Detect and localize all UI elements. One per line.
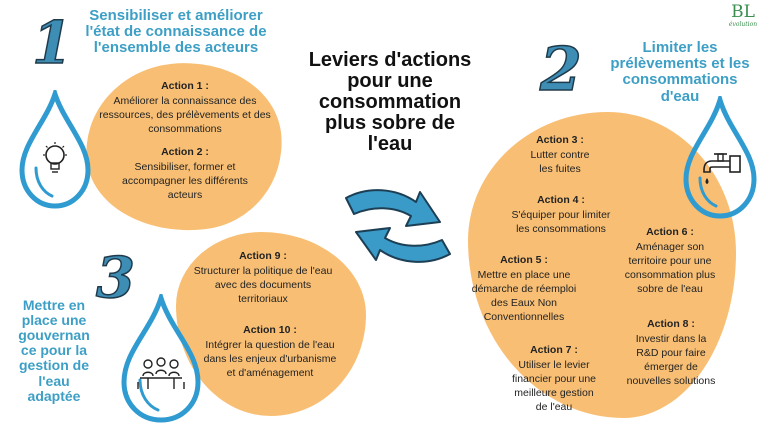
action-6-line: sobre de l'eau bbox=[637, 283, 703, 296]
section-2-heading-line: prélèvements et les bbox=[610, 55, 750, 73]
action-3-line: Lutter contre bbox=[530, 148, 590, 161]
action-9-line: Structurer la politique de l'eau bbox=[193, 264, 333, 277]
water-drop-section-1 bbox=[19, 90, 91, 209]
main-title-line: l'eau bbox=[367, 133, 413, 155]
action-4: Action 4 : S'équiper pour limiter les co… bbox=[486, 194, 636, 236]
faucet-icon bbox=[703, 153, 741, 184]
action-2-line: accompagner les différents bbox=[122, 174, 248, 187]
action-5-title: Action 5 : bbox=[500, 254, 548, 266]
action-9-title: Action 9 : bbox=[239, 250, 287, 262]
action-1: Action 1 : Améliorer la connaissance des… bbox=[90, 80, 280, 136]
action-4-line: S'équiper pour limiter bbox=[511, 208, 611, 221]
action-8-line: émerger de bbox=[644, 360, 698, 373]
action-6-line: consommation plus bbox=[624, 268, 716, 281]
action-2-line: acteurs bbox=[167, 188, 203, 201]
action-10-line: et d'aménagement bbox=[226, 366, 314, 379]
section-1-heading: Sensibiliser et améliorer l'état de conn… bbox=[60, 7, 292, 57]
action-3: Action 3 : Lutter contre les fuites bbox=[500, 134, 620, 176]
action-7-line: financier pour une bbox=[511, 372, 597, 385]
action-3-title: Action 3 : bbox=[536, 134, 584, 146]
section-1-heading-line: Sensibiliser et améliorer bbox=[89, 7, 263, 24]
section-1-number: 1 bbox=[31, 9, 73, 77]
logo-text: BL bbox=[731, 2, 755, 22]
action-8-line: Investir dans la bbox=[635, 332, 707, 345]
action-6-title: Action 6 : bbox=[646, 226, 694, 238]
action-5-line: Conventionnelles bbox=[483, 311, 565, 324]
section-1-heading-line: l'ensemble des acteurs bbox=[93, 39, 259, 57]
action-7: Action 7 : Utiliser le levier financier … bbox=[494, 344, 614, 414]
section-3-heading-line: l'eau bbox=[38, 372, 70, 389]
section-2-heading-line: Limiter les bbox=[642, 39, 718, 56]
water-drop-section-2 bbox=[683, 96, 757, 219]
meeting-icon bbox=[137, 357, 185, 389]
action-5-line: démarche de réemploi bbox=[471, 282, 577, 295]
section-2-heading-line: consommations bbox=[622, 71, 738, 89]
section-3-heading-line: place une bbox=[21, 312, 87, 329]
action-1-line: Améliorer la connaissance des bbox=[113, 94, 257, 107]
cycle-arrows-icon bbox=[345, 189, 451, 263]
section-3-number: 3 bbox=[95, 245, 135, 311]
action-4-line: les consommations bbox=[516, 222, 606, 235]
action-1-title: Action 1 : bbox=[161, 80, 209, 92]
logo-subtext: évolution bbox=[728, 21, 758, 28]
main-title-line: Leviers d'actions bbox=[308, 49, 472, 71]
action-7-line: meilleure gestion bbox=[514, 386, 594, 399]
action-5-line: Mettre en place une bbox=[477, 268, 571, 281]
section-3-heading-line: adaptée bbox=[27, 387, 81, 404]
section-2-heading-line: d'eau bbox=[660, 87, 700, 105]
action-7-title: Action 7 : bbox=[530, 344, 578, 356]
action-10-title: Action 10 : bbox=[243, 324, 297, 336]
action-3-line: les fuites bbox=[539, 162, 581, 175]
logo: BL évolution bbox=[722, 2, 764, 29]
action-6: Action 6 : Aménager son territoire pour … bbox=[612, 226, 728, 296]
section-1-heading-line: l'état de connaissance de bbox=[85, 23, 267, 41]
action-8-title: Action 8 : bbox=[647, 318, 695, 330]
action-5: Action 5 : Mettre en place une démarche … bbox=[462, 254, 586, 324]
action-10-line: dans les enjeux d'urbanisme bbox=[203, 352, 337, 365]
section-3-heading-line: gouvernan bbox=[18, 327, 90, 344]
action-8-line: nouvelles solutions bbox=[626, 375, 716, 388]
action-2-title: Action 2 : bbox=[161, 146, 209, 158]
action-1-line: consommations bbox=[148, 122, 222, 135]
action-8: Action 8 : Investir dans la R&D pour fai… bbox=[616, 318, 726, 388]
action-6-line: Aménager son bbox=[635, 240, 705, 253]
main-title-line: plus sobre de bbox=[324, 112, 456, 134]
section-2-number: 2 bbox=[539, 35, 582, 105]
main-title-line: pour une bbox=[347, 70, 433, 92]
action-2-line: Sensibiliser, former et bbox=[134, 160, 236, 173]
section-3-heading-line: ce pour la bbox=[20, 342, 88, 359]
section-2-heading: Limiter les prélèvements et les consomma… bbox=[600, 39, 760, 105]
action-5-line: des Eaux Non bbox=[491, 296, 557, 309]
action-9-line: territoriaux bbox=[238, 292, 288, 305]
action-8-line: R&D pour faire bbox=[636, 346, 706, 359]
lightbulb-icon bbox=[43, 142, 67, 173]
action-1-line: ressources, des prélèvements et des bbox=[99, 108, 271, 121]
blob-section-3 bbox=[176, 232, 366, 416]
action-9-line: avec des documents bbox=[214, 278, 312, 291]
action-10: Action 10 : Intégrer la question de l'ea… bbox=[178, 324, 362, 380]
main-title-line: consommation bbox=[318, 91, 462, 113]
section-3-heading: Mettre en place une gouvernan ce pour la… bbox=[6, 297, 102, 404]
water-drop-section-3 bbox=[121, 294, 201, 423]
action-4-title: Action 4 : bbox=[537, 194, 585, 206]
action-7-line: Utiliser le levier bbox=[518, 358, 590, 371]
action-2: Action 2 : Sensibiliser, former et accom… bbox=[100, 146, 270, 202]
section-3-heading-line: gestion de bbox=[18, 357, 89, 374]
section-3-heading-line: Mettre en bbox=[22, 297, 86, 313]
main-title: Leviers d'actions pour une consommation … bbox=[290, 50, 490, 155]
action-7-line: de l'eau bbox=[535, 401, 573, 414]
action-6-line: territoire pour une bbox=[628, 254, 712, 267]
action-10-line: Intégrer la question de l'eau bbox=[205, 338, 335, 351]
action-9: Action 9 : Structurer la politique de l'… bbox=[168, 250, 358, 306]
